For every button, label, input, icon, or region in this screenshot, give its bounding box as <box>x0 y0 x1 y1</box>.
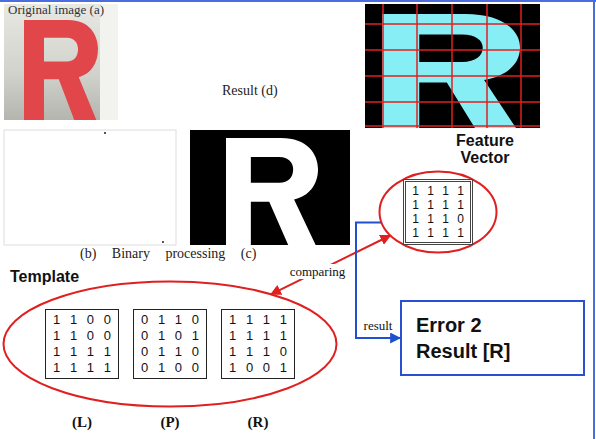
grid-lines <box>365 4 540 128</box>
matrix-row: 1 1 1 1 <box>412 198 464 212</box>
compare-arrow <box>271 235 390 294</box>
matrix-row: 1 1 0 0 <box>53 312 111 328</box>
matrix-row: 1 0 0 1 <box>229 360 287 376</box>
letter-shape <box>382 14 520 128</box>
matrix-row: 1 1 1 1 <box>53 360 111 376</box>
edge-label: result <box>364 318 393 333</box>
matrix-row: 0 1 0 1 <box>141 328 199 344</box>
template-matrix: 1 1 0 01 1 0 01 1 1 11 1 1 1 <box>45 309 119 379</box>
matrix-row: 1 1 1 1 <box>229 328 287 344</box>
template-ellipse: Template1 1 0 01 1 0 01 1 1 11 1 1 10 1 … <box>2 280 338 408</box>
template-matrix: 1 1 1 11 1 1 11 1 1 01 0 0 1 <box>221 309 295 379</box>
template-name: (R) <box>248 414 269 431</box>
template-matrix: 0 1 1 00 1 0 10 1 1 00 1 0 0 <box>133 309 207 379</box>
heading-holder: Template <box>10 268 79 285</box>
feature-ellipse: Feature Vector1 1 1 11 1 1 11 1 1 01 1 1… <box>378 170 498 254</box>
ellipse-outline <box>4 282 337 407</box>
result-text: Error 2 <box>416 312 569 338</box>
matrix-row: 0 1 0 0 <box>141 360 199 376</box>
image-caption: Result (d) <box>222 83 278 99</box>
matrix-row: 1 1 1 1 <box>412 184 464 198</box>
matrix-row: 1 1 1 0 <box>229 344 287 360</box>
image-caption: (b) Binary processing (c) <box>80 246 256 262</box>
feature-matrix: 1 1 1 11 1 1 11 1 1 01 1 1 1 <box>403 179 473 245</box>
matrix-row: 1 1 1 1 <box>53 344 111 360</box>
paper-edge <box>100 4 118 120</box>
template-heading: Template <box>10 268 79 285</box>
matrix-row: 0 1 1 0 <box>141 312 199 328</box>
feature-heading: Feature Vector <box>450 132 520 166</box>
binary-black-image <box>190 130 350 245</box>
image-caption: Original image (a) <box>8 2 104 17</box>
frame-line <box>593 0 595 439</box>
image-frame <box>4 130 176 245</box>
binary-white-image <box>4 130 176 245</box>
matrix-row: 1 1 1 1 <box>229 312 287 328</box>
result-image <box>365 4 540 128</box>
matrix-row: 0 1 1 0 <box>141 344 199 360</box>
letter-shape <box>226 138 318 245</box>
ellipse-outline <box>380 172 497 253</box>
speck <box>162 241 164 243</box>
matrix-row: 1 1 1 0 <box>412 212 464 226</box>
result-text: Result [R] <box>416 338 569 364</box>
heading-holder: Feature Vector <box>450 132 520 166</box>
letter-shape <box>24 20 98 120</box>
frame-line <box>0 0 596 2</box>
edge-label: comparing <box>290 264 346 279</box>
template-name: (L) <box>72 414 92 431</box>
result-box: Error 2Result [R] <box>400 300 585 376</box>
matrix-row: 1 1 0 0 <box>53 328 111 344</box>
template-name: (P) <box>160 414 179 431</box>
original-photo <box>4 4 118 120</box>
result-arrow <box>356 222 400 338</box>
matrix-row: 1 1 1 1 <box>412 226 464 240</box>
speck <box>104 132 106 134</box>
